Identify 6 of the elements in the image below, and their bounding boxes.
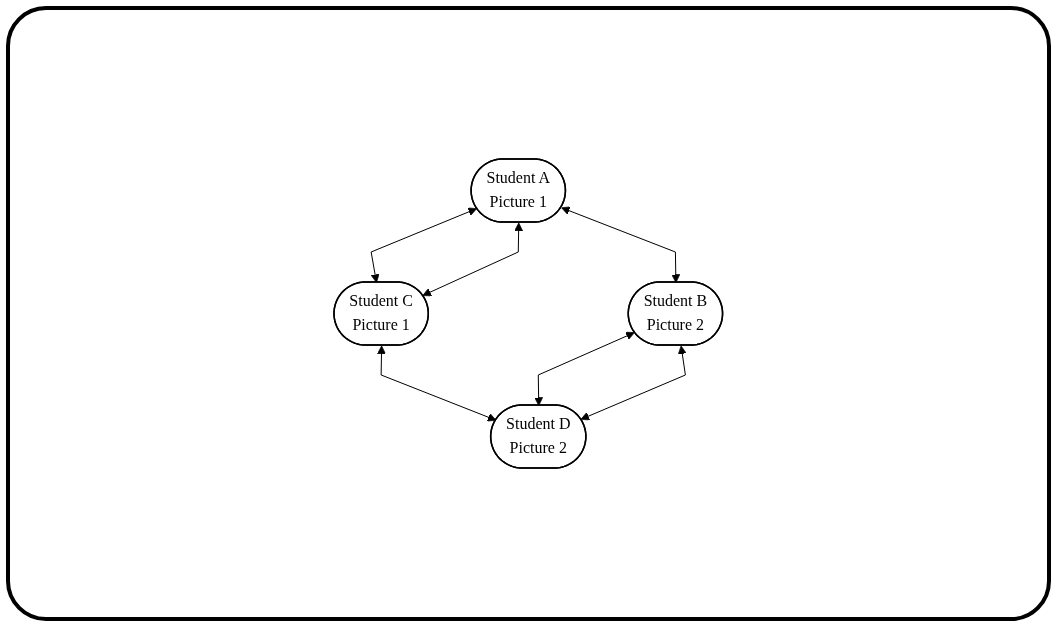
- arrow: [377, 345, 497, 422]
- arrow: [370, 207, 478, 283]
- arrow: [580, 345, 687, 421]
- arrow: [534, 331, 635, 406]
- arrow: [561, 206, 681, 283]
- arrow: [422, 222, 524, 297]
